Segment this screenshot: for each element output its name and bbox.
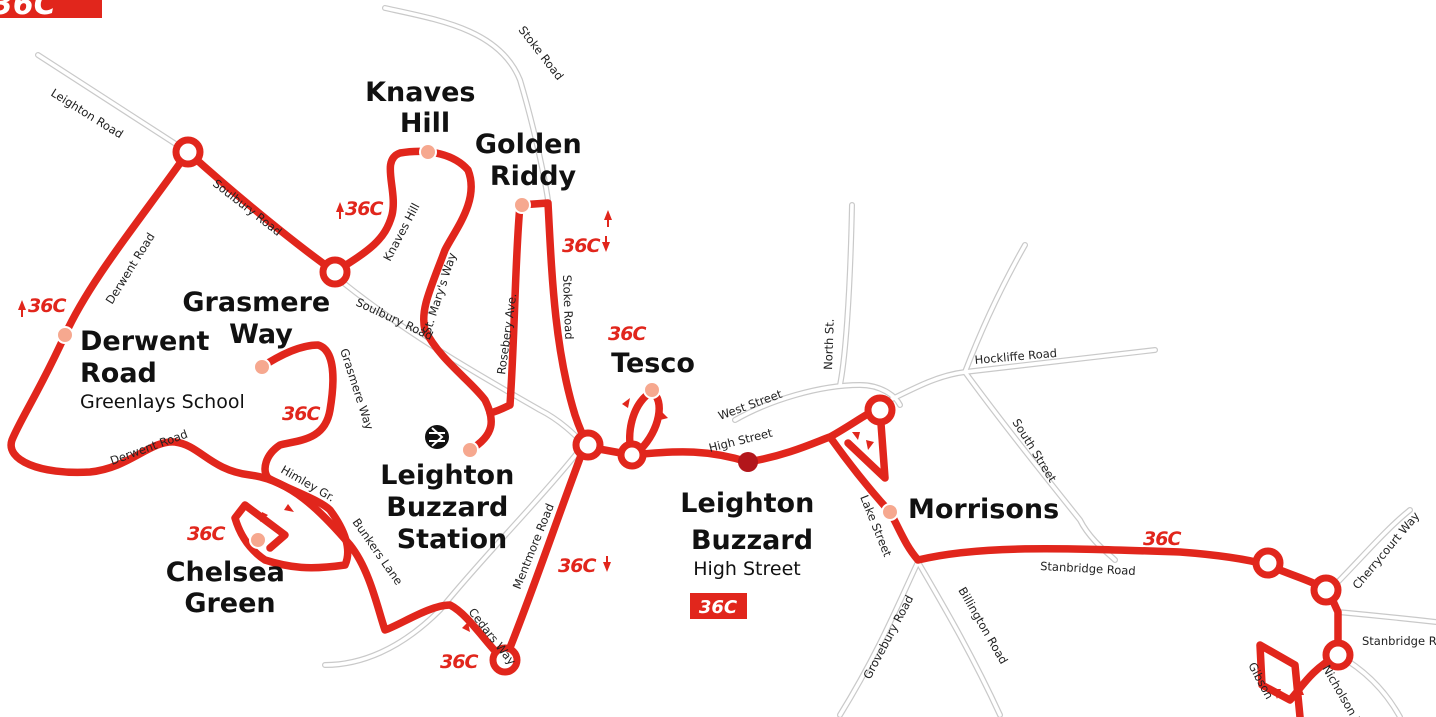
road-cherrycourt-way: Cherrycourt Way xyxy=(1350,509,1423,592)
junctions xyxy=(172,136,1354,676)
stops xyxy=(56,143,899,549)
route-line xyxy=(7,147,1342,717)
stop-tesco[interactable] xyxy=(643,381,661,399)
route-badge-top-label: 36C xyxy=(0,0,56,22)
road-stoke-road-1: Stoke Road xyxy=(516,23,567,83)
route-label-chelsea: 36C xyxy=(187,523,225,545)
road-grovebury-road: Grovebury Road xyxy=(860,593,916,682)
road-high-street: High Street xyxy=(707,425,774,454)
road-lake-street: Lake Street xyxy=(857,493,895,559)
route-label-tesco: 36C xyxy=(608,323,646,345)
stop-grasmere-way[interactable] xyxy=(253,358,271,376)
route-badge-high-street: 36C xyxy=(690,593,747,619)
stop-knaves-hill[interactable] xyxy=(419,143,437,161)
road-leighton-road: Leighton Road xyxy=(48,86,125,142)
route-number-labels: 36C 36C 36C 36C 36C 36C 36C 36C 36C xyxy=(28,198,1182,673)
place-derwent-road-sub: Greenlays School xyxy=(80,391,245,413)
road-nicholson-drive: Nicholson Drive xyxy=(1319,663,1376,717)
place-station: Leighton Buzzard Station xyxy=(380,460,523,555)
road-stoke-road-2: Stoke Road xyxy=(560,275,576,340)
place-labels: Knaves Hill Golden Riddy Grasmere Way De… xyxy=(80,77,1059,619)
place-chelsea-green: Chelsea Green xyxy=(166,557,295,619)
route-badge-high-street-label: 36C xyxy=(699,597,738,618)
national-rail-icon xyxy=(425,425,449,449)
place-golden-riddy: Golden Riddy xyxy=(475,129,591,192)
road-north-st: North St. xyxy=(821,318,837,370)
route-label-stanbridge: 36C xyxy=(1143,528,1181,550)
route-label-knaves: 36C xyxy=(345,198,383,220)
road-stanbridge-road-1: Stanbridge Road xyxy=(1040,559,1136,578)
road-soulbury-road-1: Soulbury Road xyxy=(210,176,284,238)
stop-station[interactable] xyxy=(461,441,479,459)
route-label-derwent: 36C xyxy=(28,295,66,317)
place-tesco: Tesco xyxy=(611,348,695,379)
stop-leighton-buzzard[interactable] xyxy=(738,452,758,472)
road-stanbridge-road-2: Stanbridge Road xyxy=(1362,634,1436,648)
place-knaves-hill: Knaves Hill xyxy=(365,77,485,139)
place-leighton-buzzard: Leighton Buzzard xyxy=(680,488,823,556)
place-leighton-buzzard-sub: High Street xyxy=(693,558,800,580)
stop-chelsea-green[interactable] xyxy=(249,531,267,549)
route-label-cedars: 36C xyxy=(440,651,478,673)
road-billington-road: Billington Road xyxy=(955,585,1010,667)
stop-morrisons[interactable] xyxy=(881,503,899,521)
route-label-mentmore: 36C xyxy=(558,555,596,577)
road-derwent-road-1: Derwent Road xyxy=(103,230,158,306)
road-derwent-road-2: Derwent Road xyxy=(108,427,189,468)
place-derwent-road: Derwent Road xyxy=(80,326,219,389)
route-badge-top: 36C xyxy=(0,0,102,22)
stop-derwent-road[interactable] xyxy=(56,326,74,344)
road-south-street: South Street xyxy=(1009,416,1059,485)
direction-arrows xyxy=(18,202,1304,699)
place-grasmere-way: Grasmere Way xyxy=(182,287,339,350)
route-label-grasmere: 36C xyxy=(282,403,320,425)
road-gibson: Gibson xyxy=(1245,660,1276,702)
road-grasmere-way: Grasmere Way xyxy=(337,347,377,432)
route-label-stoke: 36C xyxy=(562,235,600,257)
place-morrisons: Morrisons xyxy=(908,494,1059,525)
stop-golden-riddy[interactable] xyxy=(513,196,531,214)
